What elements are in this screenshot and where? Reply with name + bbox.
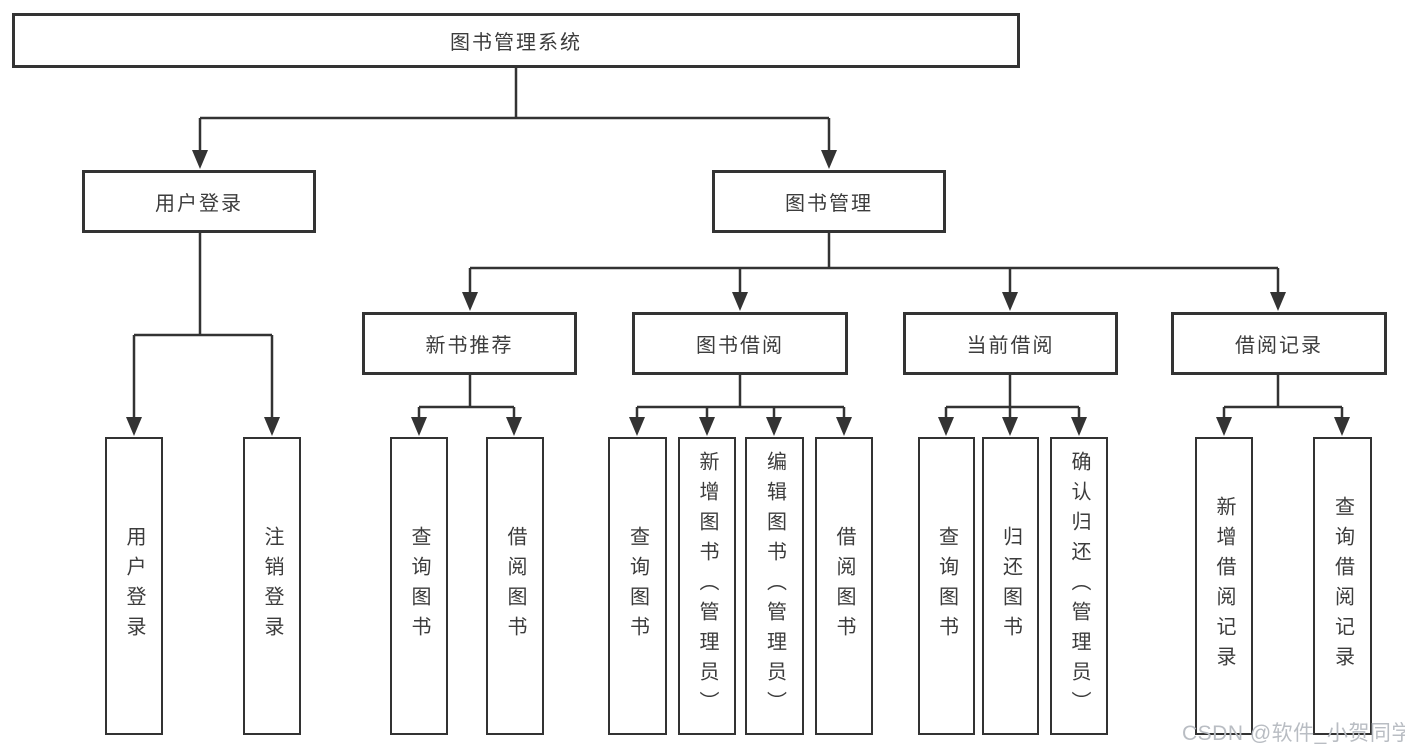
leaf-return-books: 归还图书: [982, 437, 1039, 735]
leaf-user-login: 用户登录: [105, 437, 163, 735]
node-current-borrow: 当前借阅: [903, 312, 1118, 375]
node-new-book-recommend: 新书推荐: [362, 312, 577, 375]
node-label: 新增图书（管理员）: [696, 451, 718, 721]
node-label: 图书管理: [785, 193, 873, 215]
csdn-watermark: CSDN @软件_小贺同学: [1182, 722, 1405, 745]
node-label: 借阅图书: [833, 526, 855, 646]
node-label: 新书推荐: [425, 335, 514, 357]
node-label: 编辑图书（管理员）: [763, 451, 786, 721]
node-label: 注销登录: [261, 526, 283, 646]
leaf-borrow-query-books: 查询图书: [608, 437, 667, 735]
leaf-edit-books-admin: 编辑图书（管理员）: [745, 437, 804, 735]
arrowhead-icon: [699, 417, 715, 436]
node-label: 借阅记录: [1235, 335, 1323, 357]
leaf-current-query-books: 查询图书: [918, 437, 975, 735]
node-book-management: 图书管理: [712, 170, 946, 233]
node-label: 图书借阅: [696, 335, 784, 357]
leaf-confirm-return-admin: 确认归还（管理员）: [1050, 437, 1108, 735]
node-root-library-system: 图书管理系统: [12, 13, 1020, 68]
leaf-query-borrow-record: 查询借阅记录: [1313, 437, 1372, 735]
arrowhead-icon: [1270, 292, 1286, 311]
arrowhead-icon: [938, 417, 954, 436]
node-label: 用户登录: [123, 526, 145, 646]
node-label: 用户登录: [155, 193, 243, 215]
arrowhead-icon: [766, 417, 782, 436]
arrowhead-icon: [126, 417, 142, 436]
arrowhead-icon: [1216, 417, 1232, 436]
node-label: 查询图书: [935, 526, 958, 646]
node-label: 确认归还（管理员）: [1068, 451, 1090, 721]
arrowhead-icon: [192, 150, 208, 169]
leaf-recommend-borrow-books: 借阅图书: [486, 437, 544, 735]
arrowhead-icon: [1002, 292, 1018, 311]
arrowhead-icon: [506, 417, 522, 436]
node-label: 查询借阅记录: [1331, 496, 1354, 676]
leaf-recommend-query-books: 查询图书: [390, 437, 448, 735]
node-borrow-records: 借阅记录: [1171, 312, 1387, 375]
arrowhead-icon: [821, 150, 837, 169]
node-label: 图书管理系统: [450, 32, 582, 54]
arrowhead-icon: [732, 292, 748, 311]
arrowhead-icon: [1071, 417, 1087, 436]
node-label: 新增借阅记录: [1213, 496, 1235, 676]
leaf-add-books-admin: 新增图书（管理员）: [678, 437, 736, 735]
node-label: 查询图书: [626, 526, 649, 646]
node-label: 归还图书: [999, 526, 1022, 646]
node-label: 查询图书: [408, 526, 430, 646]
arrowhead-icon: [836, 417, 852, 436]
leaf-add-borrow-record: 新增借阅记录: [1195, 437, 1253, 735]
node-label: 借阅图书: [504, 526, 526, 646]
node-user-login: 用户登录: [82, 170, 316, 233]
leaf-borrow-books: 借阅图书: [815, 437, 873, 735]
arrowhead-icon: [1334, 417, 1350, 436]
leaf-logout: 注销登录: [243, 437, 301, 735]
arrowhead-icon: [411, 417, 427, 436]
node-label: 当前借阅: [966, 335, 1055, 357]
arrowhead-icon: [264, 417, 280, 436]
arrowhead-icon: [629, 417, 645, 436]
node-book-borrow: 图书借阅: [632, 312, 848, 375]
arrowhead-icon: [462, 292, 478, 311]
arrowhead-icon: [1002, 417, 1018, 436]
